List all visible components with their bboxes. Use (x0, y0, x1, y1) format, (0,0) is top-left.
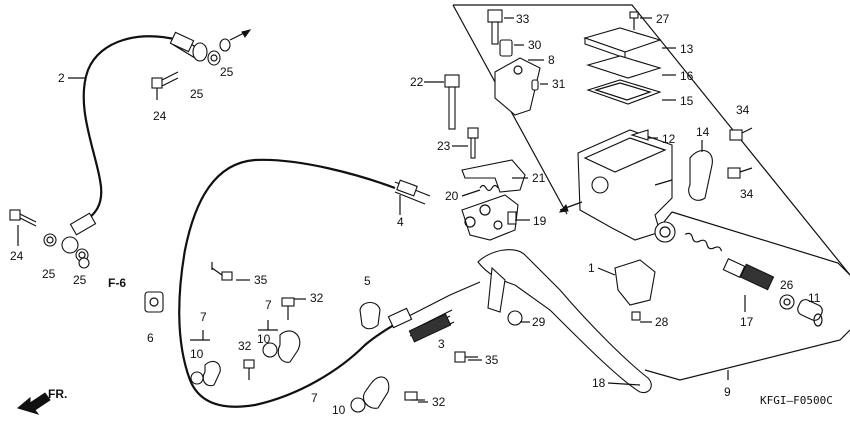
part-number-35-label: 35 (254, 273, 268, 287)
part-number-27-label: 27 (656, 12, 670, 26)
front-direction-arrow (16, 392, 51, 415)
part-number-15-label: 15 (680, 94, 694, 108)
part-number-8-label: 8 (548, 53, 555, 67)
part-number-5-label: 5 (364, 274, 371, 288)
part-number-21-label: 21 (532, 171, 546, 185)
part-number-2-label: 2 (58, 71, 65, 85)
bolt-35-lower (454, 351, 478, 363)
cable-clamp-5 (359, 301, 381, 330)
switch-1 (614, 259, 656, 321)
part-number-13-label: 13 (680, 42, 694, 56)
part-number-18-label: 18 (592, 376, 606, 390)
part-number-10-label: 10 (190, 347, 204, 361)
part-number-30-label: 30 (528, 38, 542, 52)
part-number-34-label: 34 (736, 103, 750, 117)
part-number-24-label: 24 (10, 249, 24, 263)
part-number-32-label: 32 (432, 395, 446, 409)
part-number-10-label: 10 (257, 332, 271, 346)
clip-group-middle (243, 297, 301, 380)
part-number-6-label: 6 (147, 331, 154, 345)
brake-lever-18 (477, 249, 652, 394)
clip-group-bottom (350, 376, 425, 413)
part-number-32-label: 32 (238, 339, 252, 353)
part-number-24-label: 24 (153, 109, 167, 123)
part-number-32-label: 32 (310, 291, 324, 305)
clip-group-left (190, 330, 221, 387)
part-number-19-label: 19 (533, 214, 547, 228)
part-number-7-label: 7 (200, 310, 207, 324)
group-outline (452, 4, 850, 381)
bolt-35-upper (211, 262, 233, 281)
part-number-22-label: 22 (410, 75, 424, 89)
part-number-11-label: 11 (808, 291, 821, 305)
part-number-23-label: 23 (437, 139, 451, 153)
part-number-1-label: 1 (588, 261, 595, 275)
part-number-35-label: 35 (485, 353, 499, 367)
cable-adjuster (387, 281, 481, 343)
master-cylinder (487, 9, 753, 243)
brake-hose (43, 29, 252, 269)
leader-line (461, 189, 481, 197)
direction-label: FR. (48, 387, 67, 401)
part-number-29-label: 29 (532, 315, 546, 329)
piston-set (684, 232, 823, 327)
part-number-25-label: 25 (190, 87, 204, 101)
part-number-26-label: 26 (780, 278, 794, 292)
part-number-12-label: 12 (662, 132, 676, 146)
bolt-24-upper (151, 71, 179, 100)
part-number-10-label: 10 (332, 403, 346, 417)
part-number-7-label: 7 (311, 391, 318, 405)
part-number-20-label: 20 (445, 189, 459, 203)
cable-end-6 (144, 291, 164, 313)
clutch-cable (178, 158, 431, 408)
part-number-33-label: 33 (516, 12, 530, 26)
diagram-code: KFGI—F0500C (760, 394, 833, 407)
leader-line (597, 267, 616, 276)
part-number-25-label: 25 (42, 267, 56, 281)
part-number-34-label: 34 (740, 187, 754, 201)
part-number-16-label: 16 (680, 69, 694, 83)
part-number-25-label: 25 (220, 65, 234, 79)
leader-line (607, 382, 641, 386)
part-number-4-label: 4 (397, 215, 404, 229)
bolt-24-lower (9, 209, 37, 246)
part-number-31-label: 31 (552, 77, 566, 91)
part-number-9-label: 9 (724, 385, 731, 399)
ref-label: F-6 (108, 276, 126, 290)
lever-bracket (444, 74, 526, 241)
part-number-7-label: 7 (265, 298, 272, 312)
part-number-3-label: 3 (438, 337, 445, 351)
part-number-28-label: 28 (655, 315, 669, 329)
part-number-14-label: 14 (696, 125, 710, 139)
part-number-17-label: 17 (740, 315, 754, 329)
part-number-25-label: 25 (73, 273, 87, 287)
